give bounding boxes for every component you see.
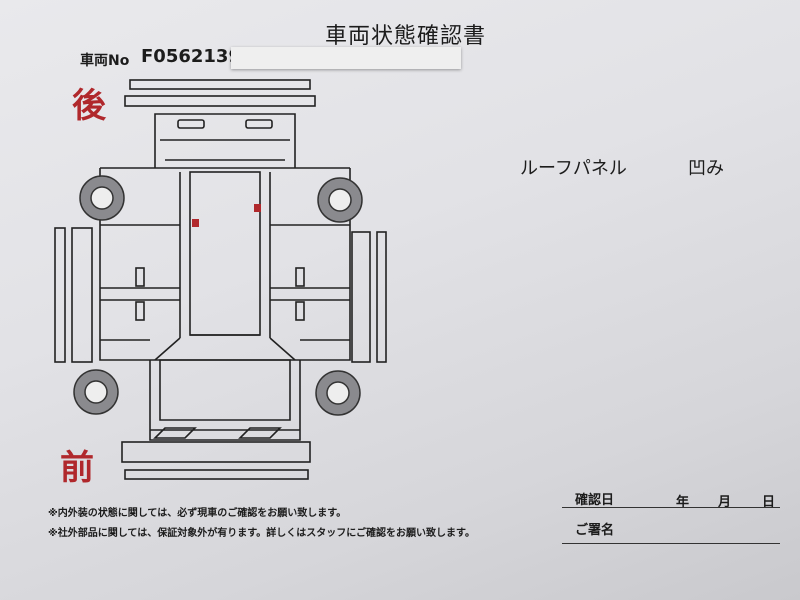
redaction-strip [231,47,461,69]
body-outline [99,167,351,441]
damage-mark [254,204,261,212]
tail-light-right [245,119,273,129]
rear-bumper [124,79,316,107]
signature-underline [562,543,780,544]
date-underline [562,507,780,508]
damage-mark [192,219,199,227]
damage-type: 凹み [688,158,724,179]
hood [150,359,300,431]
door-handle [295,267,305,287]
signature-label: ご署名 [575,523,615,538]
day-label: 日 [762,495,776,510]
vehicle-number: F0562139 [141,46,241,67]
door-handle [295,301,305,321]
wheels [73,175,363,416]
roof-panel [189,171,261,336]
trunk-outline [154,113,296,168]
door-handle [135,301,145,321]
damage-part: ルーフパネル [520,158,627,179]
front-label: 前 [60,448,94,488]
headlight-right [238,427,282,439]
month-label: 月 [718,495,732,510]
note-1: ※内外装の状態に関しては、必ず現車のご確認をお願い致します。 [48,508,347,519]
headlight-left [153,427,197,439]
vehicle-number-label: 車両No [80,53,130,69]
door-handle [135,267,145,287]
rear-label: 後 [72,86,106,126]
document-title: 車両状態確認書 [325,24,487,49]
note-2: ※社外部品に関しては、保証対象外が有ります。詳しくはスタッフにご確認をお願い致し… [48,528,476,539]
tail-light-left [177,119,205,129]
year-label: 年 [676,495,690,510]
side-strips [54,227,387,363]
front-bumper [121,441,311,480]
confirmation-date-label: 確認日 [575,493,615,508]
